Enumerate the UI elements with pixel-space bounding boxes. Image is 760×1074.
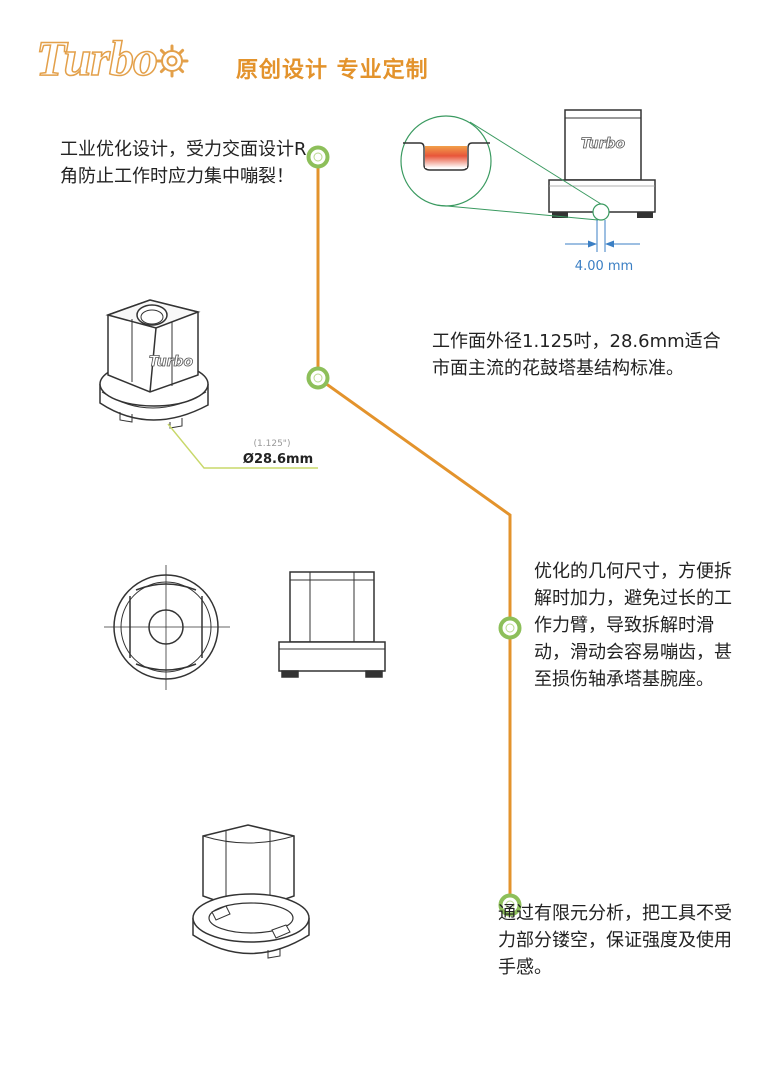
r-corner-detail: 4.00 mm Turbo [400,109,656,274]
feature-node-1 [306,145,330,169]
diameter-mm-label: Ø28.6mm [243,452,313,467]
r-width-dimension: 4.00 mm [575,259,633,274]
diameter-inch-label: (1.125") [254,439,291,449]
tool-hollow-view [192,824,310,959]
tool-logo-iso: Turbo [149,354,194,370]
gear-icon [155,44,189,78]
feature-node-4 [498,893,522,917]
brand-logo: Turbo [35,29,158,87]
feature-node-2 [306,366,330,390]
isometric-tool-view [99,299,209,429]
feature-text-3: 优化的几何尺寸，方便拆解时加力，避免过长的工作力臂，导致拆解时滑动，滑动会容易嘣… [534,561,732,690]
feature-text-1: 工业优化设计，受力交面设计R角防止工作时应力集中嘣裂！ [60,139,307,187]
tool-side-view [278,571,386,678]
feature-node-3 [498,616,522,640]
feature-text-4: 通过有限元分析，把工具不受力部分镂空，保证强度及使用手感。 [498,903,732,978]
feature-text-2: 工作面外径1.125吋，28.6mm适合市面主流的花鼓塔基结构标准。 [432,331,721,379]
tool-logo-front: Turbo [581,136,626,152]
tool-top-view [104,565,230,690]
feature-connector-line [316,157,512,905]
diameter-leader-line [167,423,318,469]
slogan: 原创设计 专业定制 [236,58,429,83]
